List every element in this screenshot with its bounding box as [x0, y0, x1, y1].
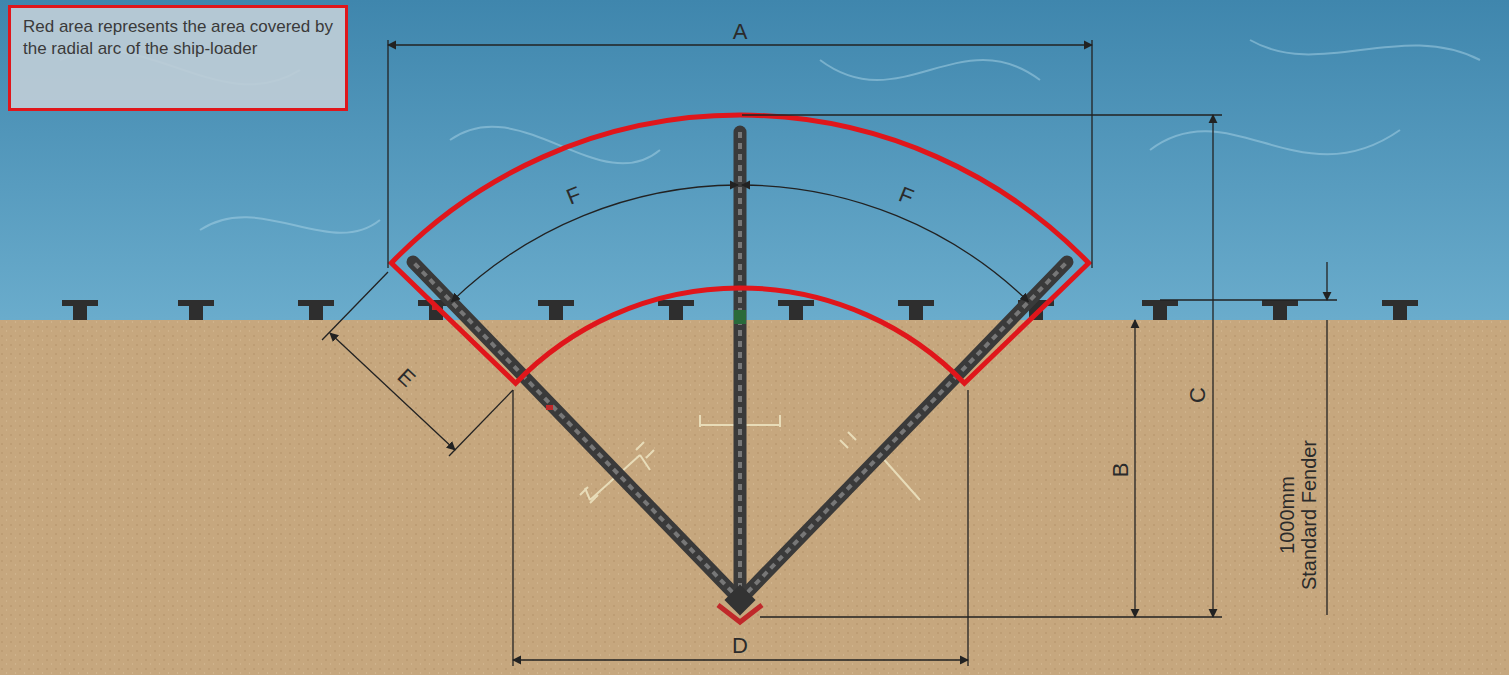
radial-coverage-area	[391, 115, 1088, 383]
dimension-label: B	[1109, 463, 1133, 478]
water	[0, 0, 1509, 320]
dimension-label: A	[733, 20, 748, 44]
note-text: Red area represents the area covered by …	[23, 16, 333, 60]
legend-note-box: Red area represents the area covered by …	[8, 5, 348, 111]
dimension-label: D	[732, 634, 748, 658]
dimension-lines	[322, 40, 1337, 666]
fender-note: 1000mm Standard Fender	[1276, 436, 1320, 594]
dimension-label: C	[1186, 387, 1210, 403]
ground	[0, 320, 1509, 675]
